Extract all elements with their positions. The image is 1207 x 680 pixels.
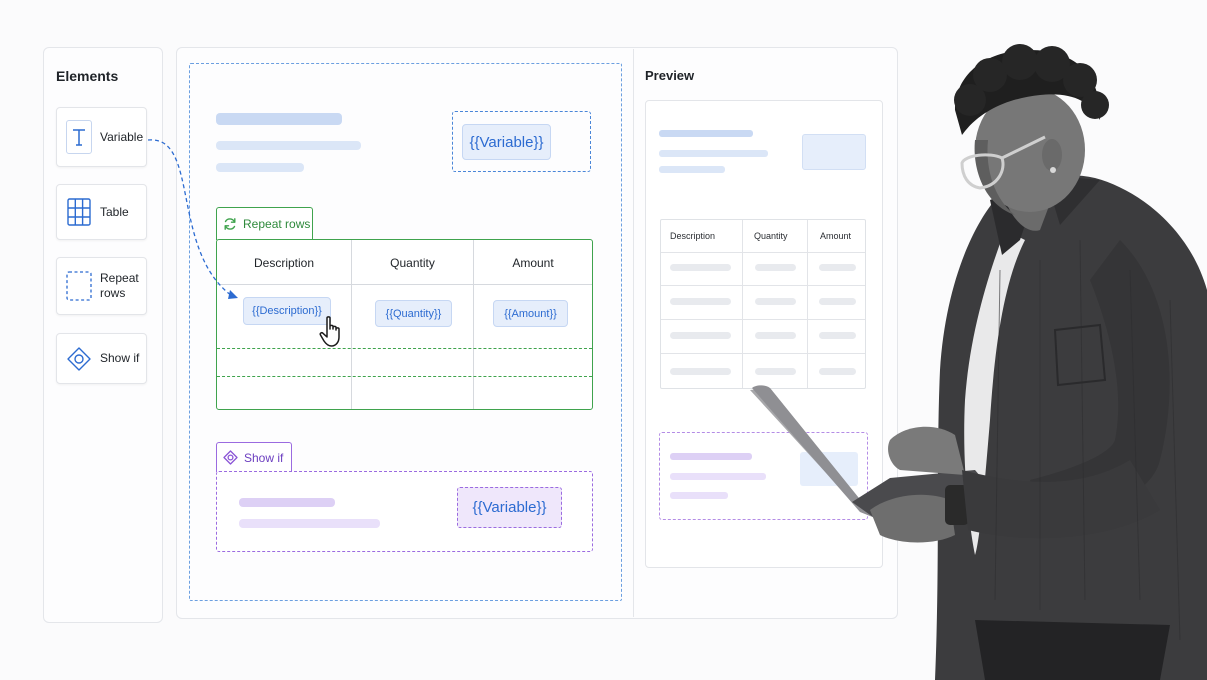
preview-placeholder-line: [670, 453, 752, 460]
person-with-laptop-photo: [750, 44, 1207, 680]
preview-column-amount: Amount: [820, 231, 852, 241]
repeat-rows-tag-label: Repeat rows: [243, 217, 311, 231]
refresh-icon: [223, 217, 237, 231]
preview-placeholder-line: [670, 492, 728, 499]
dashed-square-icon: [66, 271, 92, 301]
template-canvas[interactable]: [189, 63, 622, 601]
preview-placeholder-line: [659, 166, 725, 173]
repeat-rows-tag[interactable]: Repeat rows: [216, 207, 313, 240]
elements-title: Elements: [56, 68, 119, 84]
element-variable-label: Variable: [100, 129, 144, 144]
column-header-quantity: Quantity: [390, 255, 435, 270]
preview-column-quantity: Quantity: [754, 231, 788, 241]
table-grid-icon: [66, 198, 92, 226]
preview-placeholder-line: [659, 150, 768, 157]
column-divider: [351, 240, 352, 409]
column-divider: [807, 220, 808, 388]
element-show-if[interactable]: Show if: [56, 333, 147, 384]
text-t-icon: [66, 120, 92, 154]
placeholder-line: [216, 113, 342, 125]
element-variable[interactable]: Variable: [56, 107, 147, 167]
preview-title: Preview: [645, 68, 695, 83]
element-table[interactable]: Table: [56, 184, 147, 240]
row-divider: [217, 376, 592, 377]
header-variable-zone[interactable]: [452, 111, 591, 172]
preview-placeholder-line: [659, 130, 753, 137]
eye-icon: [223, 450, 238, 465]
show-if-variable-chip-frame: [457, 487, 562, 528]
placeholder-line: [216, 141, 361, 150]
hand-cursor-icon: [319, 316, 340, 347]
preview-variable-block: [802, 134, 866, 170]
placeholder-line: [216, 163, 304, 172]
eye-icon: [66, 346, 92, 372]
description-variable-chip[interactable]: {{Description}}: [243, 297, 331, 325]
placeholder-line: [239, 498, 335, 507]
quantity-variable-chip[interactable]: {{Quantity}}: [375, 300, 452, 327]
placeholder-line: [239, 519, 380, 528]
column-divider: [742, 220, 743, 388]
row-divider: [217, 348, 592, 349]
element-repeat-rows[interactable]: Repeat rows: [56, 257, 147, 315]
element-show-if-label: Show if: [100, 351, 140, 365]
preview-show-if-block: [659, 432, 868, 520]
show-if-variable-chip[interactable]: {{Variable}}: [472, 499, 547, 516]
element-repeat-rows-label: Repeat rows: [100, 271, 139, 300]
preview-column-description: Description: [670, 231, 716, 241]
elements-panel: Elements Variable Table Repeat rows Show…: [43, 47, 163, 623]
preview-table: Description Quantity Amount: [660, 219, 866, 389]
header-divider: [217, 284, 592, 285]
preview-placeholder-line: [670, 473, 766, 480]
column-divider: [473, 240, 474, 409]
amount-variable-chip[interactable]: {{Amount}}: [493, 300, 568, 327]
column-header-description: Description: [253, 255, 315, 270]
drag-arrow: [147, 139, 238, 299]
column-header-amount: Amount: [512, 255, 554, 270]
header-variable-chip[interactable]: {{Variable}}: [462, 124, 551, 160]
show-if-tag-label: Show if: [244, 450, 284, 465]
element-table-label: Table: [100, 204, 129, 219]
show-if-tag[interactable]: Show if: [216, 442, 292, 472]
editor-preview-divider: [633, 49, 634, 617]
